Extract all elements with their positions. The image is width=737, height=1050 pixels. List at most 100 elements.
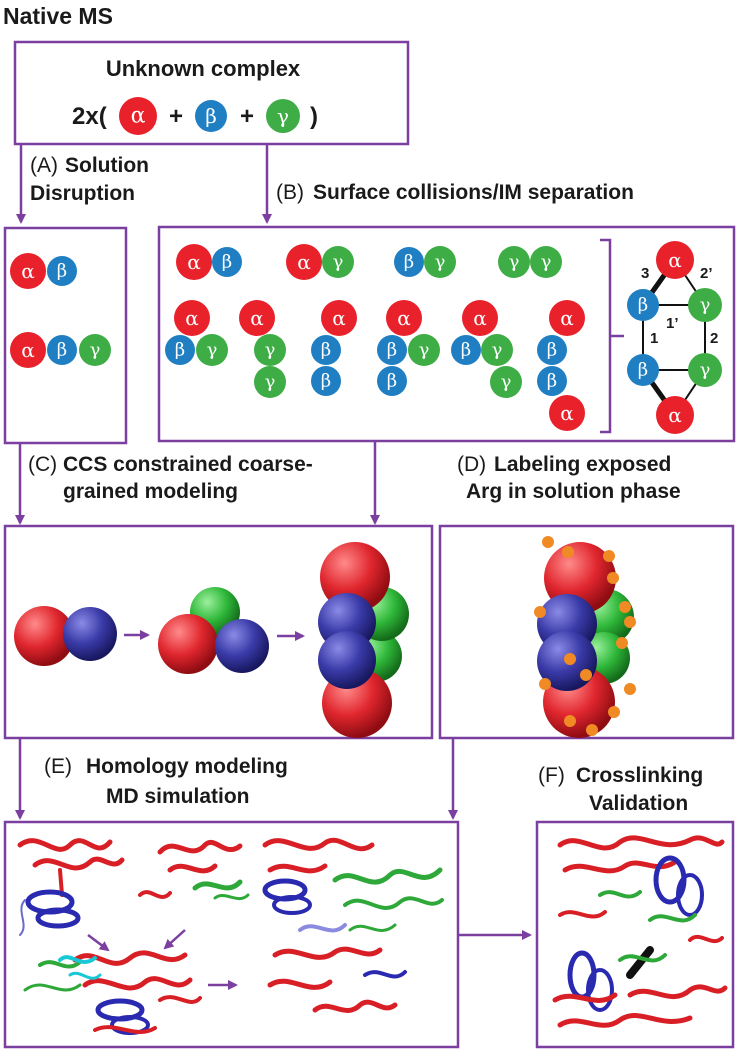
svg-text:β: β xyxy=(321,371,331,392)
complex-suffix: ) xyxy=(310,103,318,130)
trimer-alpha-beta-gamma: α β γ xyxy=(165,300,228,366)
alpha-beta-dimer: α β xyxy=(10,253,77,289)
crosslink-ribbon-model xyxy=(552,835,728,1028)
unknown-complex-panel: Unknown complex 2x( α + β + γ ) xyxy=(13,40,410,146)
svg-text:γ: γ xyxy=(700,295,711,316)
svg-text:β: β xyxy=(387,340,397,361)
step-d-letter: (D) xyxy=(457,453,486,476)
tetramer-alpha-beta-gamma-gamma: α β γ γ xyxy=(451,300,522,398)
svg-text:γ: γ xyxy=(492,340,503,361)
panel-b: α β α γ β γ γ γ α β γ α γ γ α β β xyxy=(157,225,736,443)
svg-text:α: α xyxy=(185,306,199,330)
gamma-subunit-badge: γ xyxy=(266,99,300,133)
svg-text:γ: γ xyxy=(90,340,101,361)
plus-sign: + xyxy=(240,103,254,130)
svg-text:β: β xyxy=(205,104,217,128)
step-e-line2: MD simulation xyxy=(106,785,250,808)
tetramer-alpha-beta-gamma-beta: α β γ β xyxy=(377,300,440,396)
edge-label-3: 3 xyxy=(641,265,649,282)
step-a-line2: Disruption xyxy=(30,182,135,205)
arrows-top xyxy=(16,144,272,224)
svg-text:β: β xyxy=(404,252,414,273)
svg-text:β: β xyxy=(57,340,67,361)
svg-text:β: β xyxy=(461,340,471,361)
step-b-letter: (B) xyxy=(276,181,304,204)
svg-text:α: α xyxy=(21,338,35,362)
dimer-gamma-gamma: γ γ xyxy=(498,246,562,278)
step-c-letter: (C) xyxy=(28,453,57,476)
sphere-model-dimer xyxy=(14,606,117,666)
svg-text:α: α xyxy=(21,259,35,283)
arrow-ribbon-1 xyxy=(87,934,110,952)
edge-label-1prime: 1’ xyxy=(666,315,679,332)
svg-text:γ: γ xyxy=(265,372,276,393)
arrow-ribbon-2 xyxy=(163,929,186,950)
svg-text:γ: γ xyxy=(501,372,512,393)
svg-text:γ: γ xyxy=(509,252,520,273)
labeled-arg-dots xyxy=(534,536,636,736)
arrows-to-e xyxy=(15,738,458,820)
svg-text:β: β xyxy=(222,252,232,273)
step-d-line2: Arg in solution phase xyxy=(466,480,681,503)
svg-text:β: β xyxy=(638,360,648,381)
step-d-line1: Labeling exposed xyxy=(494,453,671,476)
svg-text:α: α xyxy=(332,306,346,330)
svg-text:α: α xyxy=(668,248,682,272)
svg-text:α: α xyxy=(250,306,264,330)
svg-text:α: α xyxy=(668,403,682,427)
svg-text:α: α xyxy=(397,306,411,330)
svg-text:γ: γ xyxy=(541,252,552,273)
step-c-line1: CCS constrained coarse- xyxy=(63,453,313,476)
svg-text:α: α xyxy=(473,306,487,330)
panel-f xyxy=(535,820,735,1049)
complex-heading: Unknown complex xyxy=(106,56,301,81)
step-a-line1: Solution xyxy=(65,154,149,177)
edge-label-2prime: 2’ xyxy=(700,265,713,282)
step-e-letter: (E) xyxy=(44,755,72,778)
panel-c xyxy=(3,524,434,740)
svg-text:β: β xyxy=(387,371,397,392)
alpha-beta-gamma-trimer: α β γ xyxy=(10,332,111,368)
ribbon-structure-1 xyxy=(17,838,125,936)
trimer-alpha-beta-beta: α β β xyxy=(311,300,357,396)
edge-label-2: 2 xyxy=(710,330,718,347)
svg-text:γ: γ xyxy=(435,252,446,273)
svg-text:α: α xyxy=(560,401,574,425)
bracket xyxy=(600,238,612,434)
dimer-alpha-gamma: α γ xyxy=(286,244,354,280)
ribbon-structure-complex xyxy=(23,950,202,1035)
alpha-subunit-badge: α xyxy=(119,97,157,135)
svg-text:β: β xyxy=(547,340,557,361)
tetramer-alpha-beta-beta-alpha: α β β α xyxy=(537,300,585,431)
step-c-line2: grained modeling xyxy=(63,480,238,503)
svg-text:γ: γ xyxy=(207,340,218,361)
panel-e xyxy=(3,820,460,1049)
svg-text:α: α xyxy=(560,306,574,330)
step-e-line1: Homology modeling xyxy=(86,755,288,778)
edge-label-1: 1 xyxy=(650,330,658,347)
dimer-beta-gamma: β γ xyxy=(394,246,456,278)
panel-d xyxy=(438,524,735,740)
sphere-model-full xyxy=(318,542,409,738)
dimer-alpha-beta: α β xyxy=(176,244,242,280)
svg-text:γ: γ xyxy=(277,104,289,128)
svg-text:α: α xyxy=(187,250,201,274)
svg-text:β: β xyxy=(547,371,557,392)
trimer-alpha-gamma-gamma: α γ γ xyxy=(239,300,286,398)
step-a-letter: (A) xyxy=(30,154,58,177)
panel-a: α β α β γ xyxy=(3,226,128,445)
page-title: Native MS xyxy=(3,3,113,29)
svg-text:β: β xyxy=(175,340,185,361)
complex-prefix: 2x( xyxy=(72,103,107,130)
beta-subunit-badge: β xyxy=(195,100,227,132)
sphere-model-trimer xyxy=(158,587,269,674)
svg-text:γ: γ xyxy=(333,252,344,273)
plus-sign: + xyxy=(169,103,183,130)
svg-text:β: β xyxy=(57,261,67,282)
ribbon-structure-2 xyxy=(138,840,250,901)
svg-text:γ: γ xyxy=(700,360,711,381)
topology-hexagon: α β γ β γ α 3 2’ 1’ 1 2 xyxy=(627,241,722,434)
svg-text:β: β xyxy=(321,340,331,361)
svg-text:α: α xyxy=(131,104,146,129)
